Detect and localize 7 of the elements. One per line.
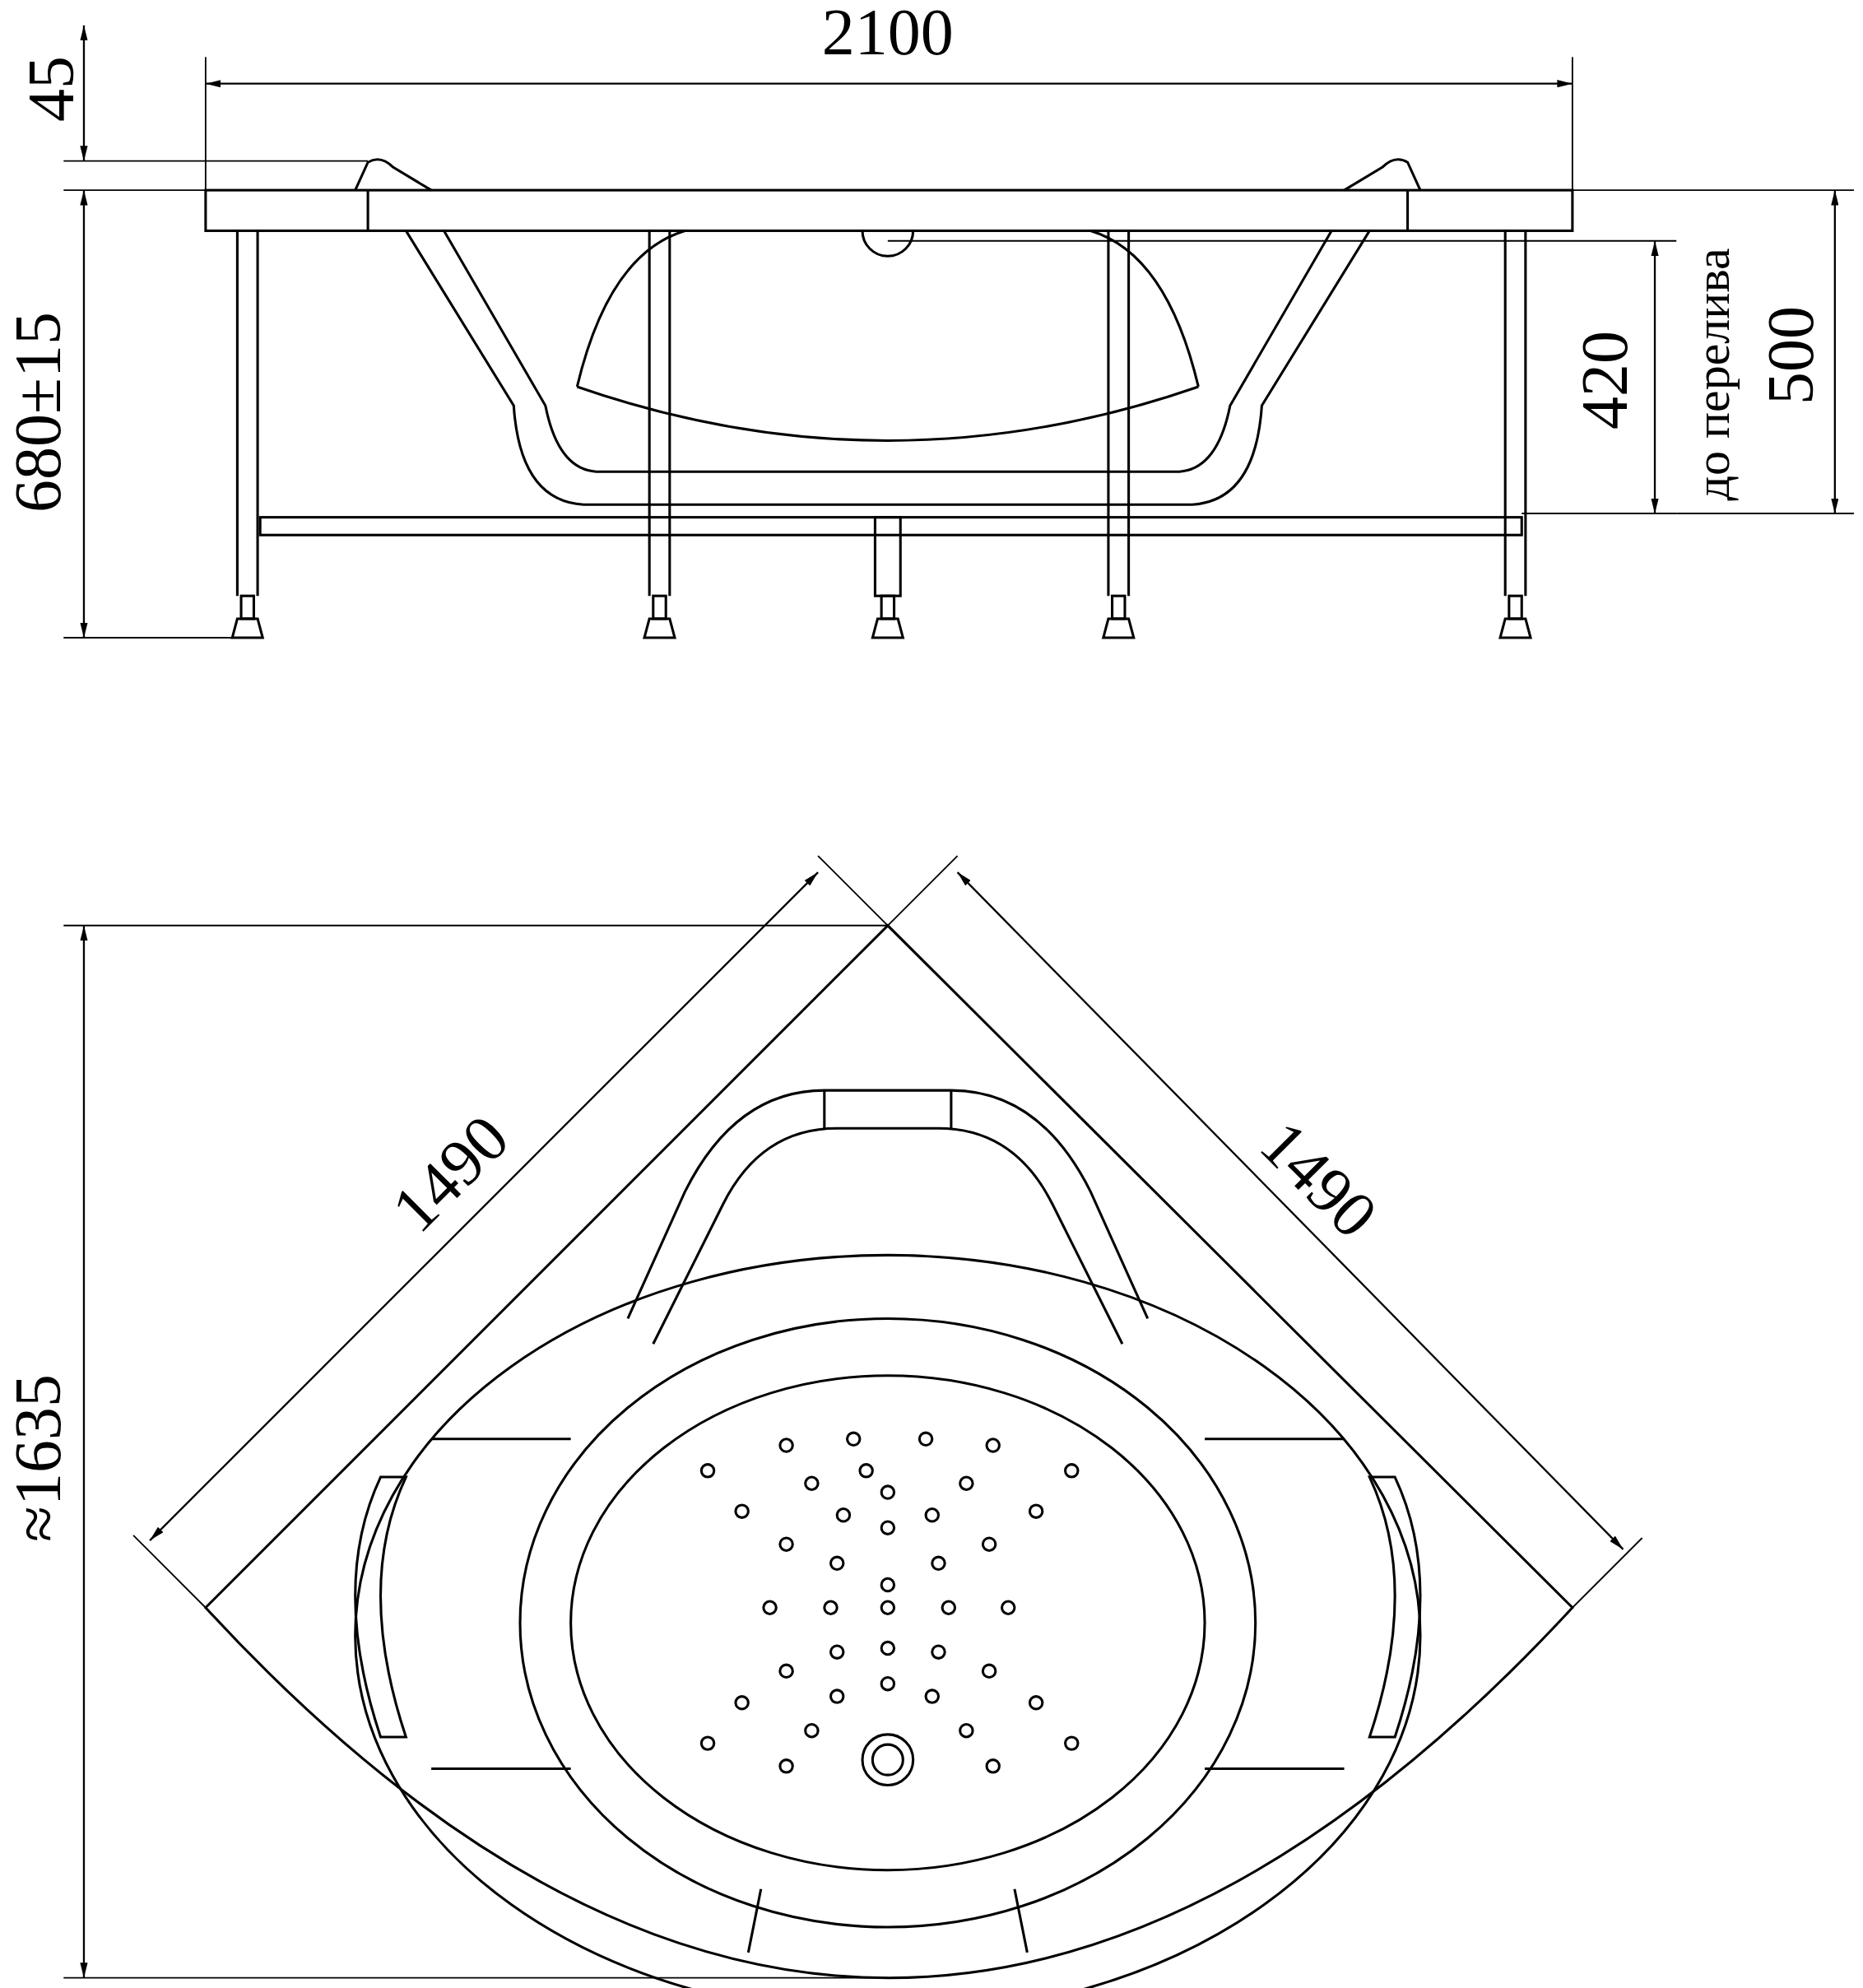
dimension-value: 1490 [1249,1109,1389,1250]
dimension-value: 45 [17,55,84,122]
dimension-value: 420 [1571,331,1638,430]
dimension-value: 500 [1758,305,1824,405]
dimension-value: 2100 [821,0,954,65]
dimension-value: 680±15 [5,311,72,513]
dimension-value: ≈1635 [5,1374,72,1543]
